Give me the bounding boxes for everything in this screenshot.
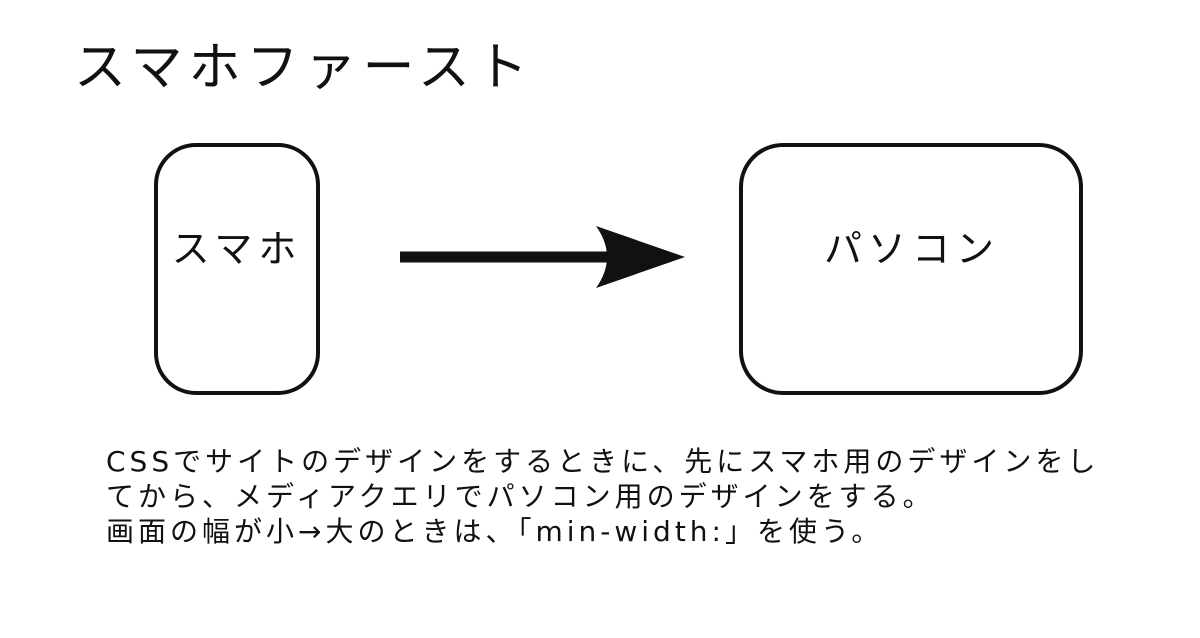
description-paragraph: CSSでサイトのデザインをするときに、先にスマホ用のデザインをしてから、メディア… [106,445,1100,513]
description: CSSでサイトのデザインをするときに、先にスマホ用のデザインをしてから、メディア… [106,444,1106,549]
smartphone-label: スマホ [172,227,303,271]
pc-label: パソコン [824,227,1000,271]
page-title: スマホファースト [74,38,534,98]
flow-diagram: スマホ パソコン [154,143,1083,395]
smartphone-box [154,143,320,395]
pc-box [739,143,1083,395]
description-paragraph: 画面の幅が小→大のときは、「min-width:」を使う。 [106,515,884,548]
arrow-head-icon [596,226,685,288]
